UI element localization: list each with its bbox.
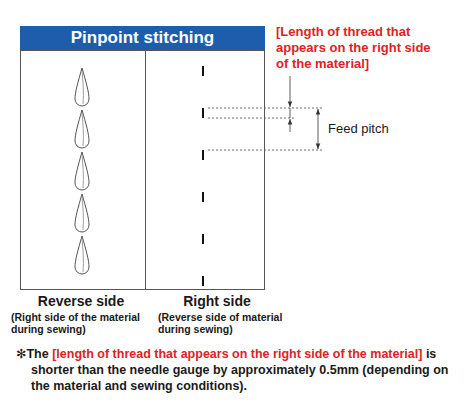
column-note: (Right side of the material during sewin… [11, 311, 151, 335]
footnote-highlight: [length of thread that appears on the ri… [52, 347, 422, 361]
dimension-label: Feed pitch [328, 121, 389, 136]
reverse-side-column: Reverse side(Right side of the material … [20, 50, 146, 290]
callout-text: [Length of thread that appears on the ri… [276, 24, 444, 72]
right-side-column: Right side(Reverse side of material duri… [145, 50, 265, 290]
footnote: ✻The[length of thread that appears on th… [16, 346, 462, 394]
column-heading: Right side [152, 293, 282, 309]
title-band: Pinpoint stitching [20, 26, 265, 50]
column-heading: Reverse side [11, 293, 151, 309]
title-text: Pinpoint stitching [20, 26, 265, 50]
footnote-mark: ✻The [16, 347, 49, 361]
column-note: (Reverse side of material during sewing) [158, 311, 288, 335]
